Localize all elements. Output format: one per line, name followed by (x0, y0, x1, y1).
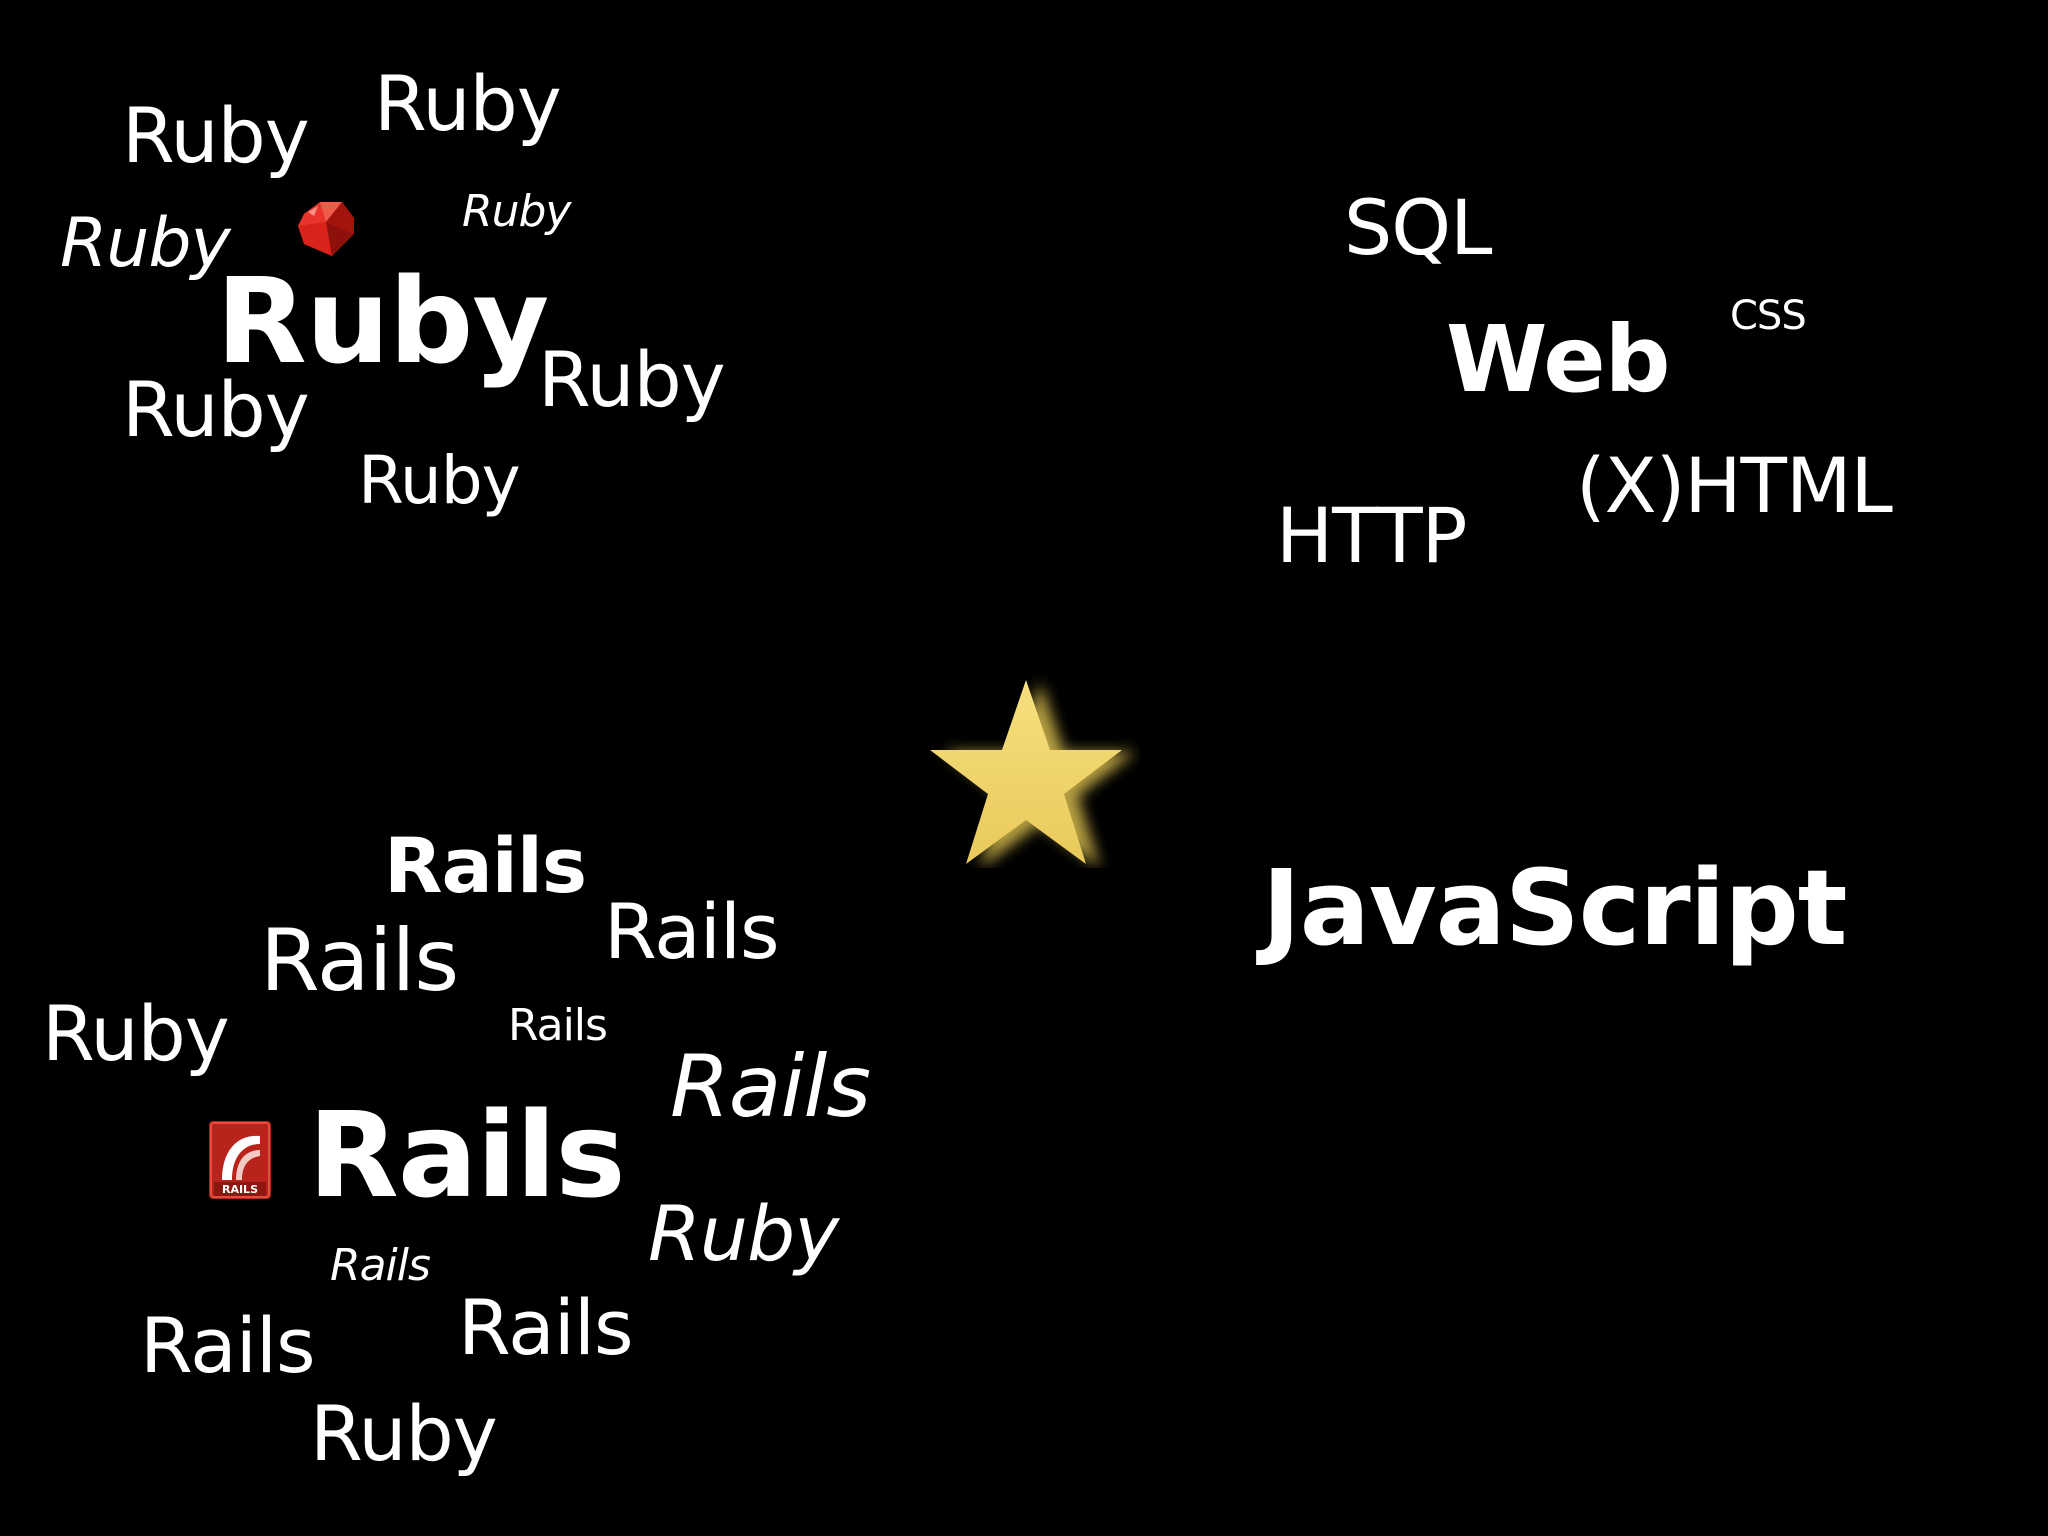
rails-word-large: Rails (308, 1086, 626, 1224)
ruby-word: Ruby (42, 989, 230, 1078)
ruby-word: Ruby (538, 335, 726, 424)
web-word-sql: SQL (1344, 183, 1492, 272)
rails-word: Rails (670, 1037, 871, 1137)
web-word-web: Web (1446, 306, 1670, 413)
rails-word: Rails (604, 887, 780, 976)
rails-word: Rails (260, 911, 459, 1011)
rails-logo-icon: RAILS (209, 1121, 271, 1199)
rails-word: Rails (140, 1301, 316, 1390)
javascript-word: JavaScript (1262, 847, 1847, 969)
svg-text:RAILS: RAILS (222, 1183, 258, 1196)
ruby-word: Ruby (648, 1189, 839, 1278)
ruby-word: Ruby (122, 91, 310, 180)
rails-word: Rails (384, 821, 587, 910)
star-icon (930, 680, 1136, 868)
ruby-word-large: Ruby (216, 252, 549, 390)
ruby-word: Ruby (122, 365, 310, 454)
web-word-xhtml: (X)HTML (1576, 441, 1893, 530)
rails-word: Rails (508, 1000, 608, 1051)
ruby-word: Ruby (358, 442, 521, 519)
rails-word: Rails (458, 1283, 634, 1372)
web-word-http: HTTP (1276, 491, 1467, 580)
ruby-word: Ruby (60, 204, 231, 283)
ruby-word: Ruby (374, 59, 562, 148)
ruby-gem-icon (298, 202, 354, 256)
ruby-word: Ruby (462, 186, 571, 237)
web-word-css: CSS (1730, 293, 1807, 339)
ruby-word: Ruby (310, 1389, 498, 1478)
rails-word: Rails (330, 1240, 431, 1291)
